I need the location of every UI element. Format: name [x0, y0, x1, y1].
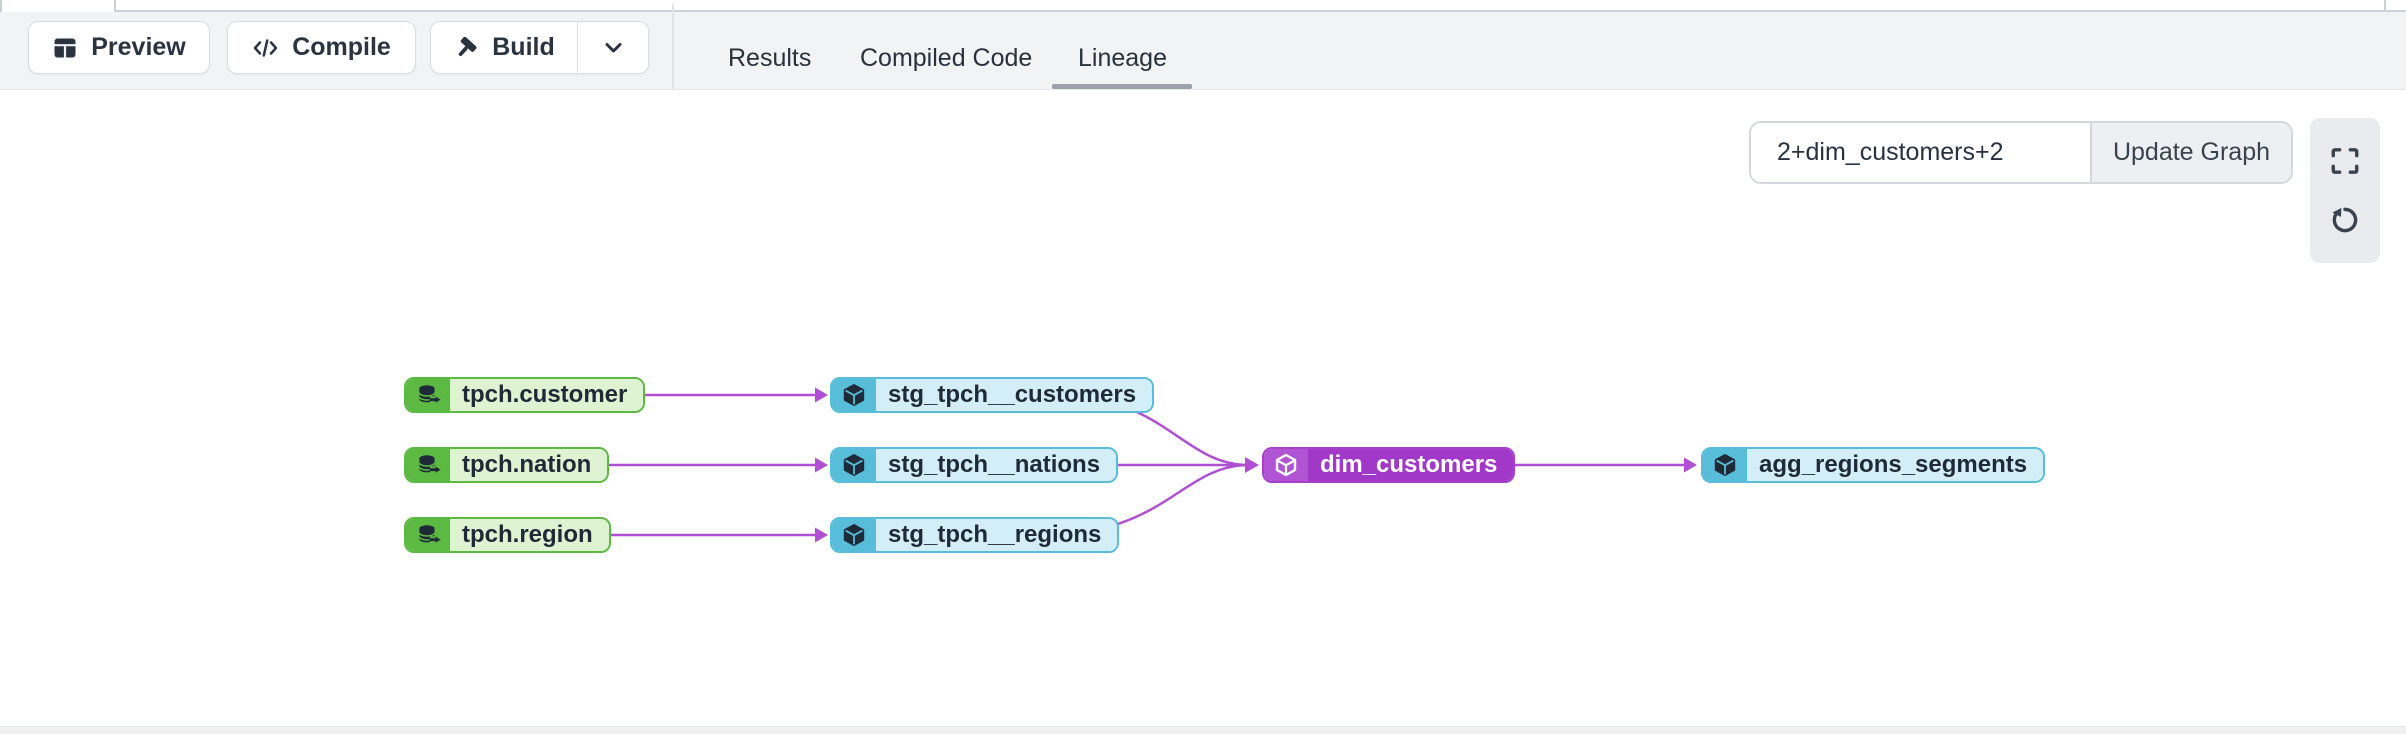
model-selector-input[interactable] — [1751, 123, 2090, 182]
lineage-node-stg-tpch-nations[interactable]: stg_tpch__nations — [830, 447, 1119, 483]
lineage-node-tpch-customer[interactable]: tpch.customer — [404, 377, 646, 413]
model-cube-icon — [1264, 449, 1308, 481]
database-source-icon — [406, 519, 450, 551]
lineage-node-stg-tpch-regions[interactable]: stg_tpch__regions — [830, 517, 1120, 553]
build-label: Build — [492, 33, 555, 61]
node-label: stg_tpch__customers — [876, 379, 1153, 411]
lineage-edges — [520, 387, 1697, 543]
model-cube-icon — [832, 379, 876, 411]
bottom-panel-edge — [0, 726, 2406, 734]
lineage-node-stg-tpch-customers[interactable]: stg_tpch__customers — [830, 377, 1155, 413]
tabbar-border — [114, 10, 2406, 12]
node-label: stg_tpch__regions — [876, 519, 1118, 551]
chevron-down-icon — [605, 43, 621, 53]
node-label: dim_customers — [1308, 449, 1514, 481]
hammer-icon — [459, 36, 477, 56]
lineage-node-tpch-nation[interactable]: tpch.nation — [404, 447, 610, 483]
active-tab-indicator — [1052, 84, 1192, 89]
editor-tabbar-edge — [0, 0, 2406, 11]
model-cube-icon — [1703, 449, 1747, 481]
build-button[interactable]: Build — [431, 22, 577, 73]
node-label: agg_regions_segments — [1747, 449, 2044, 481]
table-icon — [54, 38, 76, 57]
code-icon — [253, 38, 278, 57]
lineage-node-tpch-region[interactable]: tpch.region — [404, 517, 611, 553]
model-cube-icon — [832, 449, 876, 481]
update-graph-button[interactable]: Update Graph — [2090, 123, 2291, 182]
tab-lineage[interactable]: Lineage — [1078, 44, 1167, 72]
lineage-canvas[interactable]: Update Graph — [0, 90, 2406, 726]
reset-icon — [2332, 207, 2358, 233]
preview-button[interactable]: Preview — [28, 21, 210, 74]
fullscreen-icon — [2331, 148, 2359, 175]
node-label: stg_tpch__nations — [876, 449, 1117, 481]
lineage-node-agg-regions-segments[interactable]: agg_regions_segments — [1701, 447, 2046, 483]
ide-toolbar: Preview Compile Build — [0, 4, 2406, 90]
compile-button[interactable]: Compile — [227, 21, 416, 74]
build-button-group: Build — [430, 21, 649, 74]
model-cube-icon — [832, 519, 876, 551]
preview-label: Preview — [91, 33, 186, 61]
fullscreen-button[interactable] — [2325, 141, 2365, 181]
build-options-button[interactable] — [577, 22, 648, 73]
node-label: tpch.region — [450, 519, 609, 551]
toolbar-divider — [672, 4, 674, 90]
database-source-icon — [406, 379, 450, 411]
tab-results[interactable]: Results — [728, 44, 812, 72]
tab-divider — [114, 0, 116, 11]
reset-view-button[interactable] — [2325, 200, 2365, 240]
database-source-icon — [406, 449, 450, 481]
model-selector-group: Update Graph — [1749, 121, 2293, 184]
tab-compiled-code[interactable]: Compiled Code — [860, 44, 1033, 72]
node-label: tpch.nation — [450, 449, 608, 481]
tab-divider — [2384, 0, 2386, 11]
lineage-node-dim-customers[interactable]: dim_customers — [1262, 447, 1516, 483]
compile-label: Compile — [292, 33, 391, 61]
node-label: tpch.customer — [450, 379, 644, 411]
graph-controls-panel — [2310, 118, 2380, 263]
